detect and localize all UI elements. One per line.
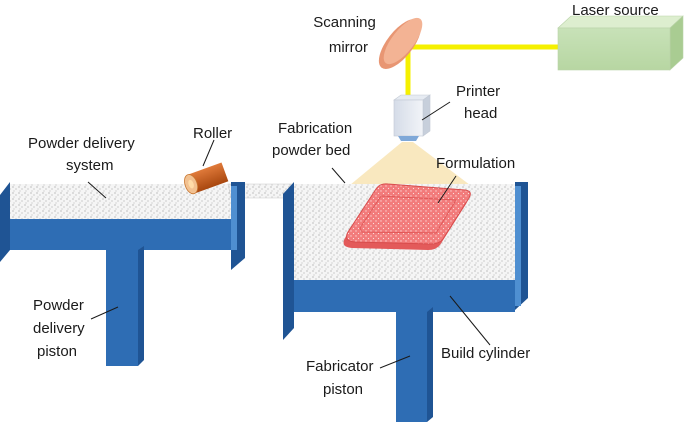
label-scanning-mirror-line1: Scanning bbox=[313, 14, 376, 31]
leader-lines bbox=[87, 101, 491, 369]
leader-powder-piston bbox=[90, 306, 119, 320]
label-powder-delivery-piston-line1: Powder bbox=[33, 297, 84, 314]
roller bbox=[184, 162, 229, 195]
label-fabrication-powder-bed: Fabrication powder bed bbox=[272, 120, 356, 159]
leader-fabricator-piston bbox=[379, 355, 411, 369]
label-fabricator-piston-line1: Fabricator bbox=[306, 358, 374, 375]
label-scanning-mirror-line2: mirror bbox=[329, 39, 368, 56]
leader-fabrication-bed bbox=[331, 167, 346, 184]
label-printer-head: Printer head bbox=[456, 83, 504, 122]
label-fabrication-powder-bed-line2: powder bed bbox=[272, 142, 350, 159]
label-powder-delivery-piston: Powder delivery piston bbox=[33, 297, 89, 360]
label-laser-source: Laser source bbox=[572, 2, 659, 19]
scanning-mirror bbox=[378, 17, 423, 69]
label-powder-delivery-system-line2: system bbox=[66, 157, 114, 174]
label-powder-delivery-system: Powder delivery system bbox=[28, 135, 139, 174]
label-fabricator-piston-line2: piston bbox=[323, 381, 363, 398]
formulation-part bbox=[343, 183, 471, 250]
label-printer-head-line2: head bbox=[464, 105, 497, 122]
leader-build-cylinder bbox=[449, 295, 491, 346]
leader-formulation bbox=[437, 175, 457, 204]
energy-cone bbox=[350, 142, 470, 185]
label-printer-head-line1: Printer bbox=[456, 83, 500, 100]
printer-head bbox=[393, 94, 431, 141]
leader-powder-delivery bbox=[87, 181, 107, 199]
leader-roller bbox=[202, 139, 215, 167]
label-powder-delivery-piston-line3: piston bbox=[37, 343, 77, 360]
powder-delivery-system bbox=[0, 182, 305, 366]
label-powder-delivery-piston-line2: delivery bbox=[33, 320, 85, 337]
label-formulation: Formulation bbox=[436, 155, 515, 172]
label-fabricator-piston: Fabricator piston bbox=[306, 358, 378, 398]
laser-source-box bbox=[557, 15, 684, 71]
label-powder-delivery-system-line1: Powder delivery bbox=[28, 135, 135, 152]
label-scanning-mirror: Scanning mirror bbox=[313, 14, 380, 56]
label-roller: Roller bbox=[193, 125, 232, 142]
leader-printer-head bbox=[421, 101, 451, 121]
label-build-cylinder: Build cylinder bbox=[441, 345, 530, 362]
label-fabrication-powder-bed-line1: Fabrication bbox=[278, 120, 352, 137]
